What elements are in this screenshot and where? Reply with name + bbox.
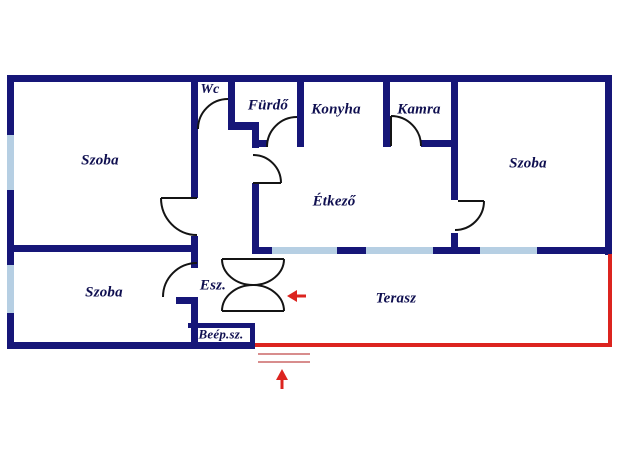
door-arcs: [160, 98, 485, 298]
entry-double-door: [221, 258, 285, 312]
kamra-door-arc: [390, 115, 422, 147]
furdo-door-arc: [266, 116, 298, 148]
up-arrow-icon: [276, 369, 288, 389]
terrace-outline: [255, 254, 612, 347]
room-label-furdo: Fürdő: [247, 97, 289, 114]
szoba-tl-door-arc: [160, 197, 198, 236]
closet-box-top: [188, 323, 255, 328]
closet-box-right: [250, 323, 255, 347]
room-label-kamra: Kamra: [397, 101, 441, 118]
wc-door-arc: [197, 98, 229, 130]
room-label-etkezo: Étkező: [312, 193, 356, 210]
szoba-bl-door-arc: [162, 262, 198, 298]
szoba-right-door-arc: [454, 200, 485, 231]
room-label-esz: Esz.: [199, 277, 227, 294]
room-label-szoba-top-left: Szoba: [81, 152, 119, 169]
interior-walls: [7, 82, 605, 347]
room-label-wc: Wc: [200, 82, 220, 97]
room-label-konyha: Konyha: [311, 101, 361, 118]
outer-walls: [7, 75, 612, 349]
room-label-szoba-right: Szoba: [509, 155, 547, 172]
room-label-beep-sz: Beép.sz.: [198, 326, 244, 342]
room-label-terasz: Terasz: [375, 290, 417, 307]
room-label-szoba-bottom-left: Szoba: [85, 284, 123, 301]
windows: [7, 135, 537, 313]
etkezo-door-arc: [252, 154, 282, 184]
left-arrow-icon: [287, 290, 306, 302]
entry-steps: [258, 353, 310, 363]
